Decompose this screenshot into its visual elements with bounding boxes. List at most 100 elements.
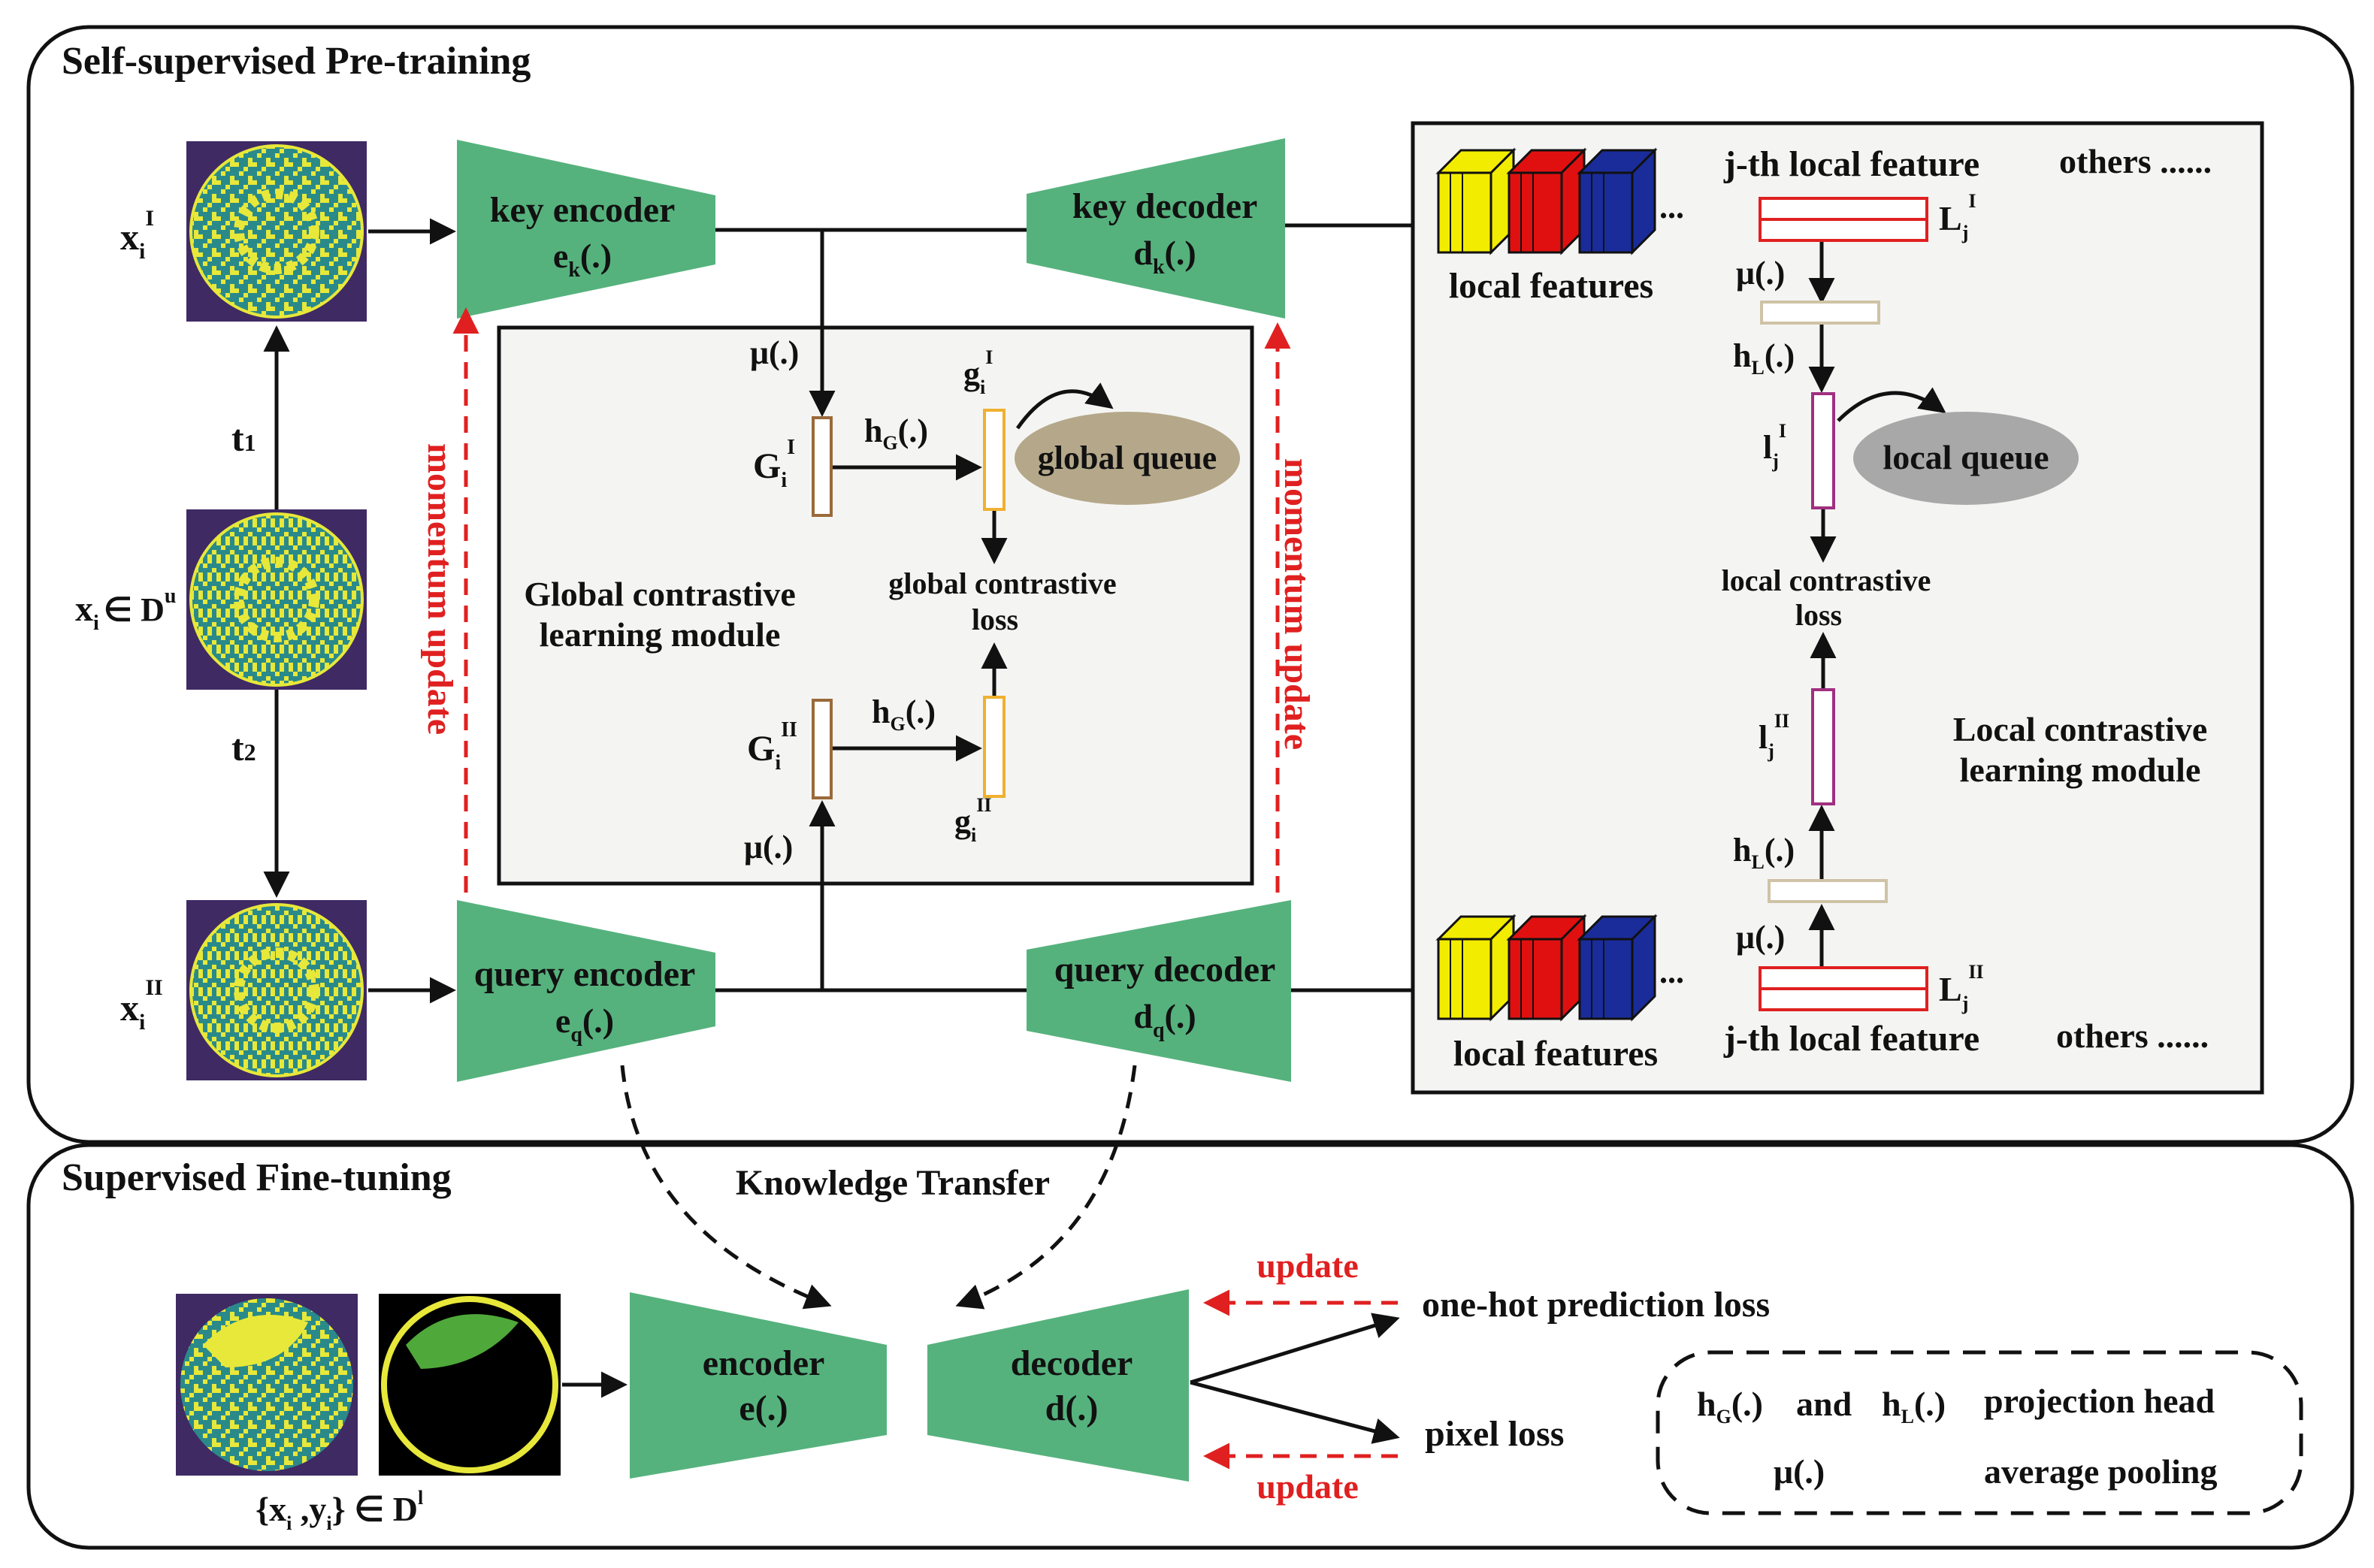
arrow-g-to-global-queue <box>1015 382 1114 430</box>
key-encoder-fn: ek(.) <box>553 237 612 282</box>
local-features-cubes-bottom <box>1435 914 1658 1022</box>
L-bottom-label: LjII <box>1939 961 1984 1014</box>
local-dots-bottom: ... <box>1659 953 1684 990</box>
wafer-image-bottom <box>186 900 367 1080</box>
feature-cube-blue <box>1577 914 1658 1022</box>
wafer-image-top <box>186 141 367 322</box>
finetune-encoder-label: encoder <box>703 1343 825 1383</box>
G-bottom-vector <box>812 699 833 799</box>
finetune-decoder-shape <box>927 1289 1189 1482</box>
local-mu-top: μ(.) <box>1736 255 1785 292</box>
g-top-vector <box>983 409 1006 511</box>
L-top-vector <box>1759 197 1928 242</box>
key-decoder-fn: dk(.) <box>1133 234 1196 279</box>
local-module-title-line2: learning module <box>1960 751 2201 789</box>
key-encoder-shape <box>457 140 715 319</box>
feature-cube-yellow <box>1435 147 1517 255</box>
update-label-top: update <box>1257 1246 1358 1285</box>
l-bottom-vector <box>1811 688 1835 805</box>
query-encoder-label: query encoder <box>474 954 696 994</box>
g-bottom-label: giII <box>954 794 991 846</box>
wafer-image-middle <box>186 509 367 690</box>
local-queue-label: local queue <box>1883 438 2049 476</box>
finetune-encoder-shape <box>630 1292 887 1479</box>
pixel-loss-label: pixel loss <box>1425 1414 1564 1454</box>
x-bottom-label: xiII <box>120 975 163 1035</box>
local-features-top-label: local features <box>1449 266 1653 306</box>
legend-projection: projection head <box>1984 1382 2215 1420</box>
feature-cube-yellow <box>1435 914 1517 1022</box>
G-bottom-label: GiII <box>747 718 797 775</box>
legend-hL: hL(.) <box>1882 1385 1946 1428</box>
G-top-vector <box>812 416 833 517</box>
global-mu-bottom: μ(.) <box>744 829 793 866</box>
global-loss-line2: loss <box>972 603 1018 636</box>
local-queue <box>1853 412 2079 505</box>
G-top-label: GiI <box>753 436 795 492</box>
momentum-label-left: momentum update <box>420 443 460 735</box>
momentum-label-right: momentum update <box>1277 458 1317 750</box>
legend-box <box>1656 1350 2303 1515</box>
g-bottom-vector <box>983 696 1006 798</box>
arrow-to-pixel-loss <box>1190 1380 1400 1444</box>
finetune-data-label: {xi ,yi} ∈ Dl <box>256 1487 423 1534</box>
legend-mu: μ(.) <box>1774 1452 1825 1491</box>
others-top: others ...... <box>2059 142 2212 180</box>
key-encoder-label: key encoder <box>490 190 676 230</box>
local-dots-top: ... <box>1659 189 1684 225</box>
x-top-label: xiI <box>120 206 154 264</box>
hL-bottom-label: hL(.) <box>1733 832 1795 873</box>
local-mu-bottom: μ(.) <box>1736 919 1785 956</box>
arrow-to-onehot-loss <box>1190 1313 1400 1385</box>
global-module-title-line2: learning module <box>540 615 781 654</box>
l-bottom-label: ljII <box>1759 710 1789 762</box>
query-encoder-fn: eq(.) <box>555 1002 614 1047</box>
t2-label: t2 <box>231 727 256 769</box>
jth-local-feature-bottom: j-th local feature <box>1723 1019 1979 1059</box>
L-bottom-vector <box>1759 966 1928 1011</box>
pool-top-vector <box>1760 301 1880 325</box>
query-encoder-shape <box>457 900 715 1082</box>
l-top-vector <box>1811 392 1835 509</box>
hL-top-label: hL(.) <box>1733 337 1795 379</box>
feature-cube-red <box>1506 147 1587 255</box>
local-loss-line1: local contrastive <box>1722 563 1931 597</box>
finetune-decoder-fn: d(.) <box>1045 1388 1099 1428</box>
finetune-label-image <box>379 1294 561 1476</box>
legend-average-pooling: average pooling <box>1984 1452 2217 1491</box>
hG-top-label: hG(.) <box>864 412 928 454</box>
onehot-loss-label: one-hot prediction loss <box>1422 1285 1770 1325</box>
pretrain-title: Self-supervised Pre-training <box>62 40 531 83</box>
L-top-label: LjI <box>1939 190 1976 243</box>
others-bottom: others ...... <box>2056 1017 2209 1055</box>
finetune-title: Supervised Fine-tuning <box>62 1156 452 1199</box>
query-decoder-shape <box>1027 900 1291 1082</box>
feature-cube-red <box>1506 914 1587 1022</box>
key-decoder-label: key decoder <box>1072 186 1258 226</box>
global-module-title-line1: Global contrastive <box>524 575 796 613</box>
knowledge-transfer-arrow-left <box>620 1065 832 1310</box>
feature-cube-blue <box>1577 147 1658 255</box>
local-features-cubes-top <box>1435 147 1658 255</box>
query-decoder-fn: dq(.) <box>1133 997 1196 1042</box>
local-features-bottom-label: local features <box>1453 1034 1658 1074</box>
pool-bottom-vector <box>1768 879 1888 903</box>
query-decoder-label: query decoder <box>1054 950 1276 989</box>
key-decoder-shape <box>1027 138 1285 319</box>
local-module-title-line1: Local contrastive <box>1953 710 2208 748</box>
global-queue <box>1015 412 1240 505</box>
update-label-bottom: update <box>1257 1467 1358 1506</box>
finetune-wafer-image <box>176 1294 358 1476</box>
x-middle-label: xi∈ Du <box>75 585 176 635</box>
global-mu-top: μ(.) <box>750 334 799 371</box>
legend-and: and <box>1796 1385 1852 1423</box>
finetune-decoder-label: decoder <box>1011 1343 1133 1383</box>
jth-local-feature-top: j-th local feature <box>1723 144 1979 184</box>
legend-hG: hG(.) <box>1697 1385 1763 1428</box>
g-top-label: giI <box>963 346 993 398</box>
global-loss-line1: global contrastive <box>888 566 1116 600</box>
global-queue-label: global queue <box>1038 440 1217 476</box>
knowledge-transfer-label: Knowledge Transfer <box>736 1163 1050 1203</box>
arrow-l-to-local-queue <box>1837 387 1946 422</box>
